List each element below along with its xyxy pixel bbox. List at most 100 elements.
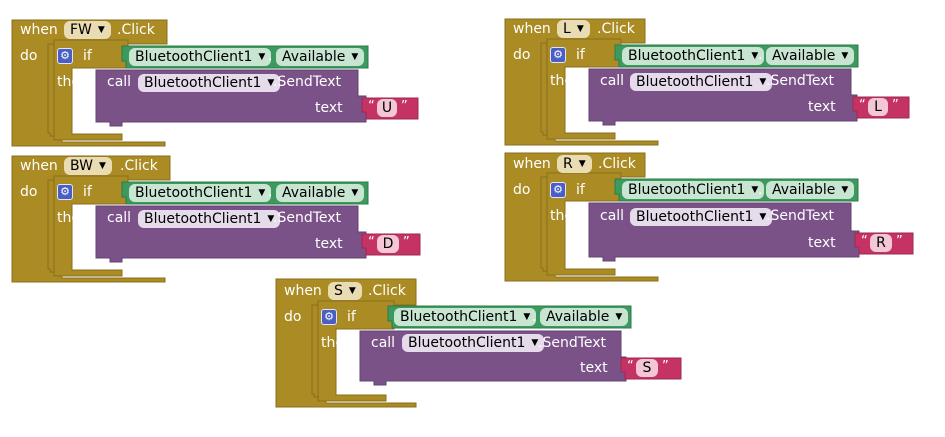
component-name: BluetoothClient1 [408,335,526,351]
button-dropdown[interactable]: S▼ [328,282,362,300]
component-dropdown[interactable]: BluetoothClient1▼ [630,73,773,91]
text-value-label: L [874,99,882,115]
component-dropdown[interactable]: BluetoothClient1 ▼ [622,181,765,199]
button-name: S [334,283,343,299]
event-block-fw-click[interactable]: when FW▼ .Click do ⚙ if BluetoothClient1… [10,18,425,148]
text-value-label: U [381,100,393,116]
button-name: BW [70,158,93,174]
button-dropdown[interactable]: BW ▼ [64,157,112,175]
component-dropdown[interactable]: BluetoothClient1▼ [630,208,773,226]
dropdown-arrow-icon: ▼ [267,78,275,88]
when-label: when [20,22,58,38]
gear-icon[interactable]: ⚙ [550,182,566,198]
do-label: do [513,47,531,63]
when-label: when [513,156,551,172]
when-label: when [513,21,551,37]
gear-icon[interactable]: ⚙ [550,47,566,63]
click-label: .Click [598,156,636,172]
component-dropdown[interactable]: BluetoothClient1▼ [394,308,537,326]
method-label: .SendText [273,74,342,90]
text-value[interactable]: S [636,359,658,377]
call-label: call [107,74,132,90]
dropdown-arrow-icon: ▼ [267,214,275,224]
dropdown-arrow-icon: ▼ [523,312,531,322]
gear-icon[interactable]: ⚙ [57,184,73,200]
event-block-r-click[interactable]: when R▼ .Click do ⚙ if BluetoothClient1▼… [503,151,918,283]
button-name: FW [70,22,92,38]
method-label: .SendText [538,335,607,351]
quote-close: ” [892,98,899,113]
quote-open: “ [368,99,375,114]
button-dropdown[interactable]: R▼ [557,155,592,173]
property-dropdown[interactable]: Available ▼ [276,184,365,202]
do-label: do [20,48,38,64]
text-value[interactable]: D [377,235,399,253]
property-name: Available [546,309,610,325]
gear-icon[interactable]: ⚙ [321,309,337,325]
method-label: .SendText [766,73,835,89]
component-name: BluetoothClient1 [144,75,262,91]
dropdown-arrow-icon: ▼ [615,312,623,322]
button-name: R [563,156,573,172]
do-label: do [284,309,302,325]
text-arg-label: text [315,236,343,252]
quote-open: “ [368,235,375,250]
text-value[interactable]: U [377,99,397,117]
component-dropdown[interactable]: BluetoothClient1▼ [402,334,545,352]
method-label: .SendText [766,208,835,224]
dropdown-arrow-icon: ▼ [351,188,359,198]
then-label: then [57,74,89,90]
event-block-bw-click[interactable]: when BW▼ .Click do ⚙ if BluetoothClient1… [10,154,425,284]
component-name: BluetoothClient1 [628,48,746,64]
component-name: BluetoothClient1 [144,211,262,227]
component-dropdown[interactable]: BluetoothClient1 ▼ [129,48,272,66]
property-dropdown[interactable]: Available▼ [766,47,855,65]
click-label: .Click [120,158,158,174]
dropdown-arrow-icon: ▼ [98,161,106,171]
click-label: .Click [597,21,635,37]
component-dropdown[interactable]: BluetoothClient1 ▼ [138,210,281,228]
button-dropdown[interactable]: FW▼ [64,21,111,39]
text-arg-label: text [808,99,836,115]
quote-close: ” [896,234,903,249]
quote-open: “ [861,234,868,249]
property-dropdown[interactable]: Available▼ [766,181,855,199]
text-value[interactable]: L [868,98,888,116]
button-name: L [563,21,571,37]
text-arg-label: text [580,360,608,376]
dropdown-arrow-icon: ▼ [841,51,849,61]
event-block-s-click[interactable]: when S▼ .Click do ⚙ if BluetoothClient1▼… [274,277,689,409]
then-label: then [321,335,353,351]
dropdown-arrow-icon: ▼ [751,185,759,195]
dropdown-arrow-icon: ▼ [759,77,767,87]
event-block-l-click[interactable]: when L▼ .Click do ⚙ if BluetoothClient1▼… [503,17,918,147]
dropdown-arrow-icon: ▼ [258,188,266,198]
gear-icon[interactable]: ⚙ [57,48,73,64]
property-dropdown[interactable]: Available ▼ [276,48,365,66]
text-value-label: R [876,235,886,251]
component-name: BluetoothClient1 [135,49,253,65]
property-dropdown[interactable]: Available ▼ [540,308,629,326]
component-dropdown[interactable]: BluetoothClient1▼ [622,47,765,65]
then-label: then [57,210,89,226]
click-label: .Click [117,22,155,38]
component-dropdown[interactable]: BluetoothClient1▼ [129,184,272,202]
text-value[interactable]: R [870,234,892,252]
if-label: if [347,309,356,325]
if-label: if [83,184,92,200]
component-name: BluetoothClient1 [636,209,754,225]
text-value-label: D [382,236,394,252]
button-dropdown[interactable]: L▼ [557,20,590,38]
component-name: BluetoothClient1 [628,182,746,198]
click-label: .Click [368,283,406,299]
quote-open: “ [627,359,634,374]
if-label: if [83,48,92,64]
property-name: Available [282,49,346,65]
text-value-label: S [642,360,652,376]
dropdown-arrow-icon: ▼ [351,52,359,62]
dropdown-arrow-icon: ▼ [258,52,266,62]
quote-close: ” [662,359,669,374]
property-name: Available [282,185,346,201]
when-label: when [284,283,322,299]
component-dropdown[interactable]: BluetoothClient1 ▼ [138,74,281,92]
